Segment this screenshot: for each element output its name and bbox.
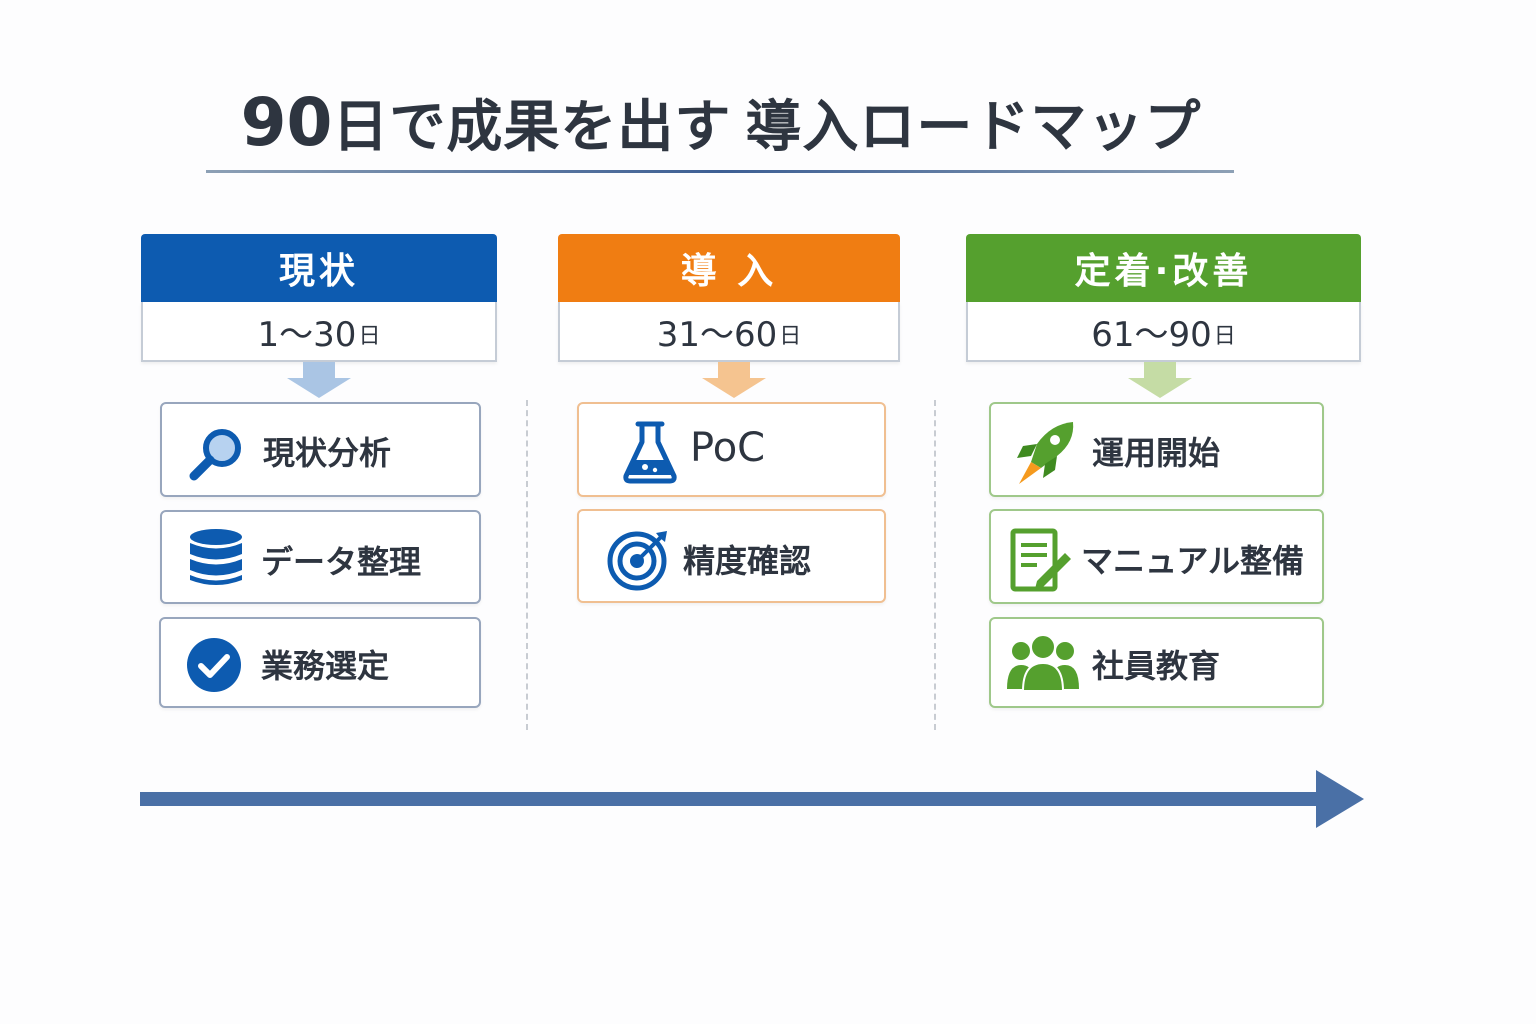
task-label: 運用開始 (1092, 434, 1221, 472)
task-label: データ整理 (261, 543, 422, 581)
task-card-selection: 業務選定 (159, 617, 481, 708)
phase-header-introduction: 導 入 (558, 234, 900, 302)
down-arrow-icon (702, 362, 766, 398)
period-unit: 日 (358, 324, 381, 349)
title-number: 90 (240, 83, 333, 161)
timeline-arrow-icon (140, 770, 1364, 828)
task-label: 業務選定 (261, 647, 390, 685)
phase-header-current: 現状 (141, 234, 497, 302)
task-card-poc: PoC (577, 402, 886, 497)
task-label: マニュアル整備 (1081, 542, 1305, 580)
phase-divider (526, 400, 528, 730)
task-label: 精度確認 (683, 542, 812, 580)
down-arrow-icon (287, 362, 351, 398)
period-unit: 日 (779, 324, 802, 349)
task-card-operation: 運用開始 (989, 402, 1324, 497)
period-range: 61～90 (1091, 314, 1212, 355)
target-icon (607, 531, 667, 591)
task-label: PoC (690, 425, 766, 471)
period-unit: 日 (1213, 324, 1236, 349)
down-arrow-icon (1128, 362, 1192, 398)
task-card-analysis: 現状分析 (160, 402, 481, 497)
title-text-1: 日で成果を出す (332, 94, 732, 160)
phase-header-adoption: 定着·改善 (966, 234, 1361, 302)
task-card-data: データ整理 (160, 510, 481, 604)
database-icon (190, 529, 242, 585)
title-underline (206, 170, 1234, 173)
task-card-accuracy: 精度確認 (577, 509, 886, 603)
people-icon (1007, 634, 1079, 692)
task-card-training: 社員教育 (989, 617, 1324, 708)
phase-name: 定着·改善 (1074, 251, 1253, 292)
check-circle-icon (187, 638, 241, 692)
title-text-2: 導入ロードマップ (745, 94, 1202, 160)
flask-icon (623, 421, 677, 484)
task-label: 社員教育 (1092, 647, 1221, 685)
magnifier-icon (189, 429, 241, 481)
phase-name: 現状 (278, 251, 359, 292)
rocket-icon (1017, 422, 1074, 484)
task-card-manual: マニュアル整備 (989, 509, 1324, 604)
period-range: 1～30 (257, 314, 357, 355)
period-range: 31～60 (656, 314, 778, 355)
phase-divider (934, 400, 936, 730)
task-label: 現状分析 (263, 434, 392, 472)
phase-name: 導 入 (680, 251, 778, 292)
document-edit-icon (1010, 528, 1071, 592)
